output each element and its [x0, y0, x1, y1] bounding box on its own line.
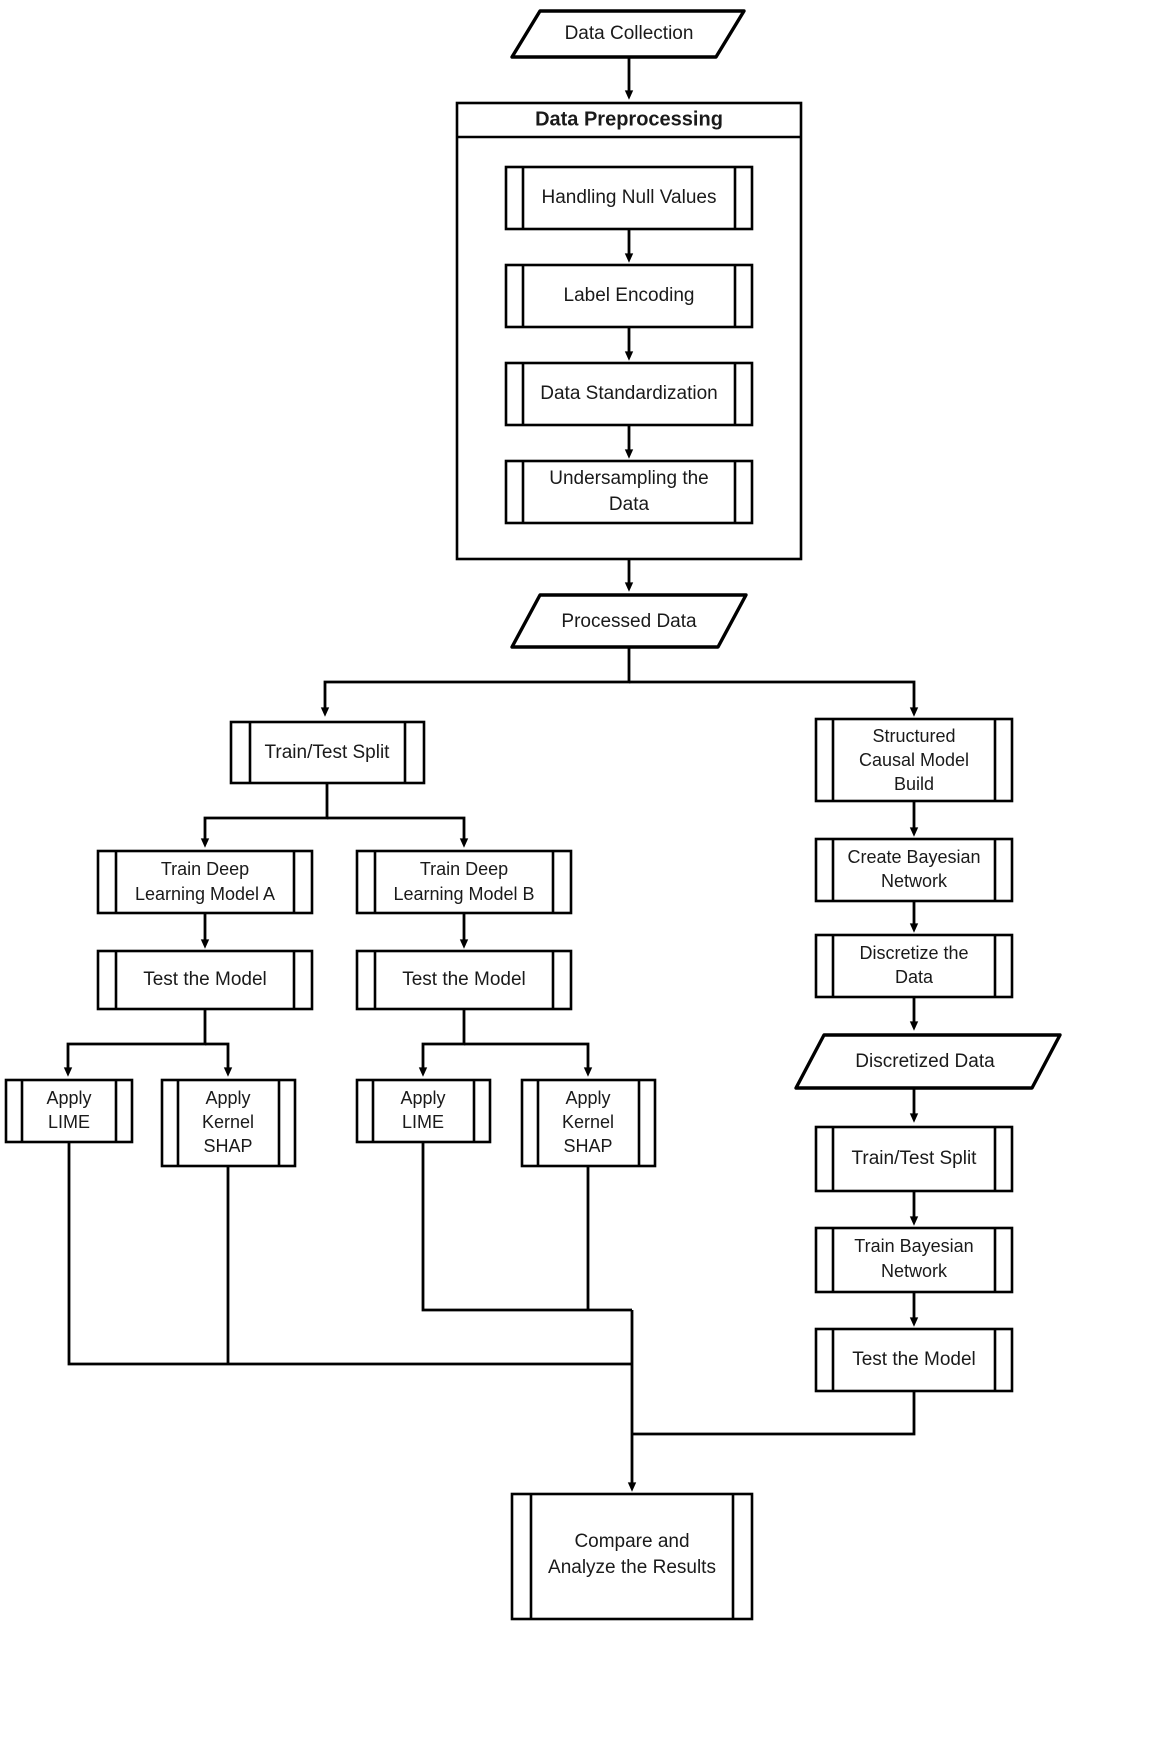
node-label-line2: Learning Model A — [135, 884, 275, 904]
parallelogram-shape — [510, 593, 748, 649]
node-label-line2: Kernel — [202, 1112, 254, 1132]
node-label: Data Standardization — [540, 383, 717, 404]
node-test-model-a[interactable]: Test the Model — [96, 949, 314, 1011]
connector-test-b-to-lime — [418, 1010, 466, 1077]
node-create-bayesian-network[interactable]: Create Bayesian Network — [814, 837, 1014, 903]
node-label: Create Bayesian — [847, 847, 980, 867]
node-label: Apply — [205, 1088, 250, 1108]
predefined-process-shape — [520, 1078, 657, 1168]
node-label: Train Deep — [161, 859, 249, 879]
node-apply-lime-a[interactable]: Apply LIME — [4, 1078, 134, 1144]
node-label: Data Preprocessing — [535, 108, 723, 130]
node-label-line2: Network — [881, 871, 948, 891]
node-label: Train Bayesian — [854, 1236, 973, 1256]
connector-lime-b-to-merge — [421, 1143, 632, 1312]
predefined-process-shape — [355, 849, 573, 915]
node-apply-kernel-shap-b[interactable]: Apply Kernel SHAP — [520, 1078, 657, 1168]
node-label: Undersampling the — [549, 468, 708, 489]
node-undersampling-data[interactable]: Undersampling the Data — [504, 459, 754, 525]
node-label: Apply — [46, 1088, 91, 1108]
connector-test-a-to-lime — [63, 1010, 207, 1077]
predefined-process-shape — [814, 717, 1014, 803]
node-label-line2: Causal Model — [859, 750, 969, 770]
node-label: Structured — [872, 726, 955, 746]
node-test-model-b[interactable]: Test the Model — [355, 949, 573, 1011]
connector-test-a-to-shap — [205, 1042, 233, 1077]
node-train-test-split-right[interactable]: Train/Test Split — [814, 1125, 1014, 1193]
node-label: Test the Model — [402, 969, 526, 990]
node-label-line2: Data — [895, 967, 934, 987]
predefined-process-shape — [814, 837, 1014, 903]
predefined-process-shape — [229, 720, 426, 785]
node-label: Discretize the — [859, 943, 968, 963]
connector-test-b-to-shap — [464, 1042, 593, 1077]
node-label: Label Encoding — [564, 285, 695, 306]
node-label-encoding[interactable]: Label Encoding — [504, 263, 754, 329]
node-label-line2: Learning Model B — [393, 884, 534, 904]
node-train-model-b[interactable]: Train Deep Learning Model B — [355, 849, 573, 915]
node-label-line3: Build — [894, 774, 934, 794]
node-compare-analyze-results[interactable]: Compare and Analyze the Results — [510, 1492, 754, 1621]
node-label: Apply — [565, 1088, 610, 1108]
predefined-process-shape — [160, 1078, 297, 1168]
node-label: Train Deep — [420, 859, 508, 879]
node-train-model-a[interactable]: Train Deep Learning Model A — [96, 849, 314, 915]
node-structured-causal-model-build[interactable]: Structured Causal Model Build — [814, 717, 1014, 803]
node-handling-null-values[interactable]: Handling Null Values — [504, 165, 754, 231]
node-train-test-split-left[interactable]: Train/Test Split — [229, 720, 426, 785]
node-label: Apply — [400, 1088, 445, 1108]
predefined-process-shape — [814, 1226, 1014, 1294]
predefined-process-shape — [814, 933, 1014, 999]
predefined-process-shape — [96, 949, 314, 1011]
predefined-process-shape — [504, 361, 754, 427]
node-label: Discretized Data — [855, 1051, 995, 1072]
node-label: Train/Test Split — [265, 742, 391, 763]
connector-split-to-model-a — [200, 784, 329, 848]
node-data-collection[interactable]: Data Collection — [510, 9, 746, 59]
node-label-line2: Data — [609, 494, 650, 515]
node-train-bayesian-network[interactable]: Train Bayesian Network — [814, 1226, 1014, 1294]
node-label: Train/Test Split — [852, 1148, 978, 1169]
predefined-process-shape — [355, 949, 573, 1011]
predefined-process-shape — [96, 849, 314, 915]
connector-processed-to-left-branch — [320, 648, 631, 717]
predefined-process-shape — [814, 1327, 1014, 1393]
node-test-model-bayesian[interactable]: Test the Model — [814, 1327, 1014, 1393]
node-label: Data Collection — [565, 23, 694, 44]
node-label-line2: LIME — [402, 1112, 444, 1132]
parallelogram-shape — [794, 1033, 1062, 1090]
predefined-process-shape — [504, 165, 754, 231]
node-label-line2: Kernel — [562, 1112, 614, 1132]
node-label: Test the Model — [143, 969, 267, 990]
node-label-line2: Network — [881, 1261, 948, 1281]
node-label: Compare and — [574, 1531, 689, 1552]
predefined-process-shape — [4, 1078, 134, 1144]
node-apply-kernel-shap-a[interactable]: Apply Kernel SHAP — [160, 1078, 297, 1168]
node-apply-lime-b[interactable]: Apply LIME — [355, 1078, 492, 1144]
node-label: Test the Model — [852, 1349, 976, 1370]
node-processed-data[interactable]: Processed Data — [510, 593, 748, 649]
node-data-standardization[interactable]: Data Standardization — [504, 361, 754, 427]
node-label-line3: SHAP — [203, 1136, 252, 1156]
node-label: Handling Null Values — [542, 187, 717, 208]
predefined-process-shape — [814, 1125, 1014, 1193]
node-label: Processed Data — [561, 611, 697, 632]
node-discretized-data[interactable]: Discretized Data — [794, 1033, 1062, 1090]
connector-lime-a-to-merge — [67, 1143, 632, 1366]
node-label-line3: SHAP — [563, 1136, 612, 1156]
predefined-process-shape — [510, 1492, 754, 1621]
connector-split-to-model-b — [327, 816, 469, 848]
predefined-process-shape — [504, 459, 754, 525]
node-label-line2: LIME — [48, 1112, 90, 1132]
node-discretize-data[interactable]: Discretize the Data — [814, 933, 1014, 999]
predefined-process-shape — [355, 1078, 492, 1144]
parallelogram-shape — [510, 9, 746, 59]
predefined-process-shape — [504, 263, 754, 329]
connector-bayesian-test-to-merge — [632, 1392, 916, 1436]
node-label-line2: Analyze the Results — [548, 1557, 716, 1578]
connector-processed-to-right-branch — [629, 680, 919, 717]
